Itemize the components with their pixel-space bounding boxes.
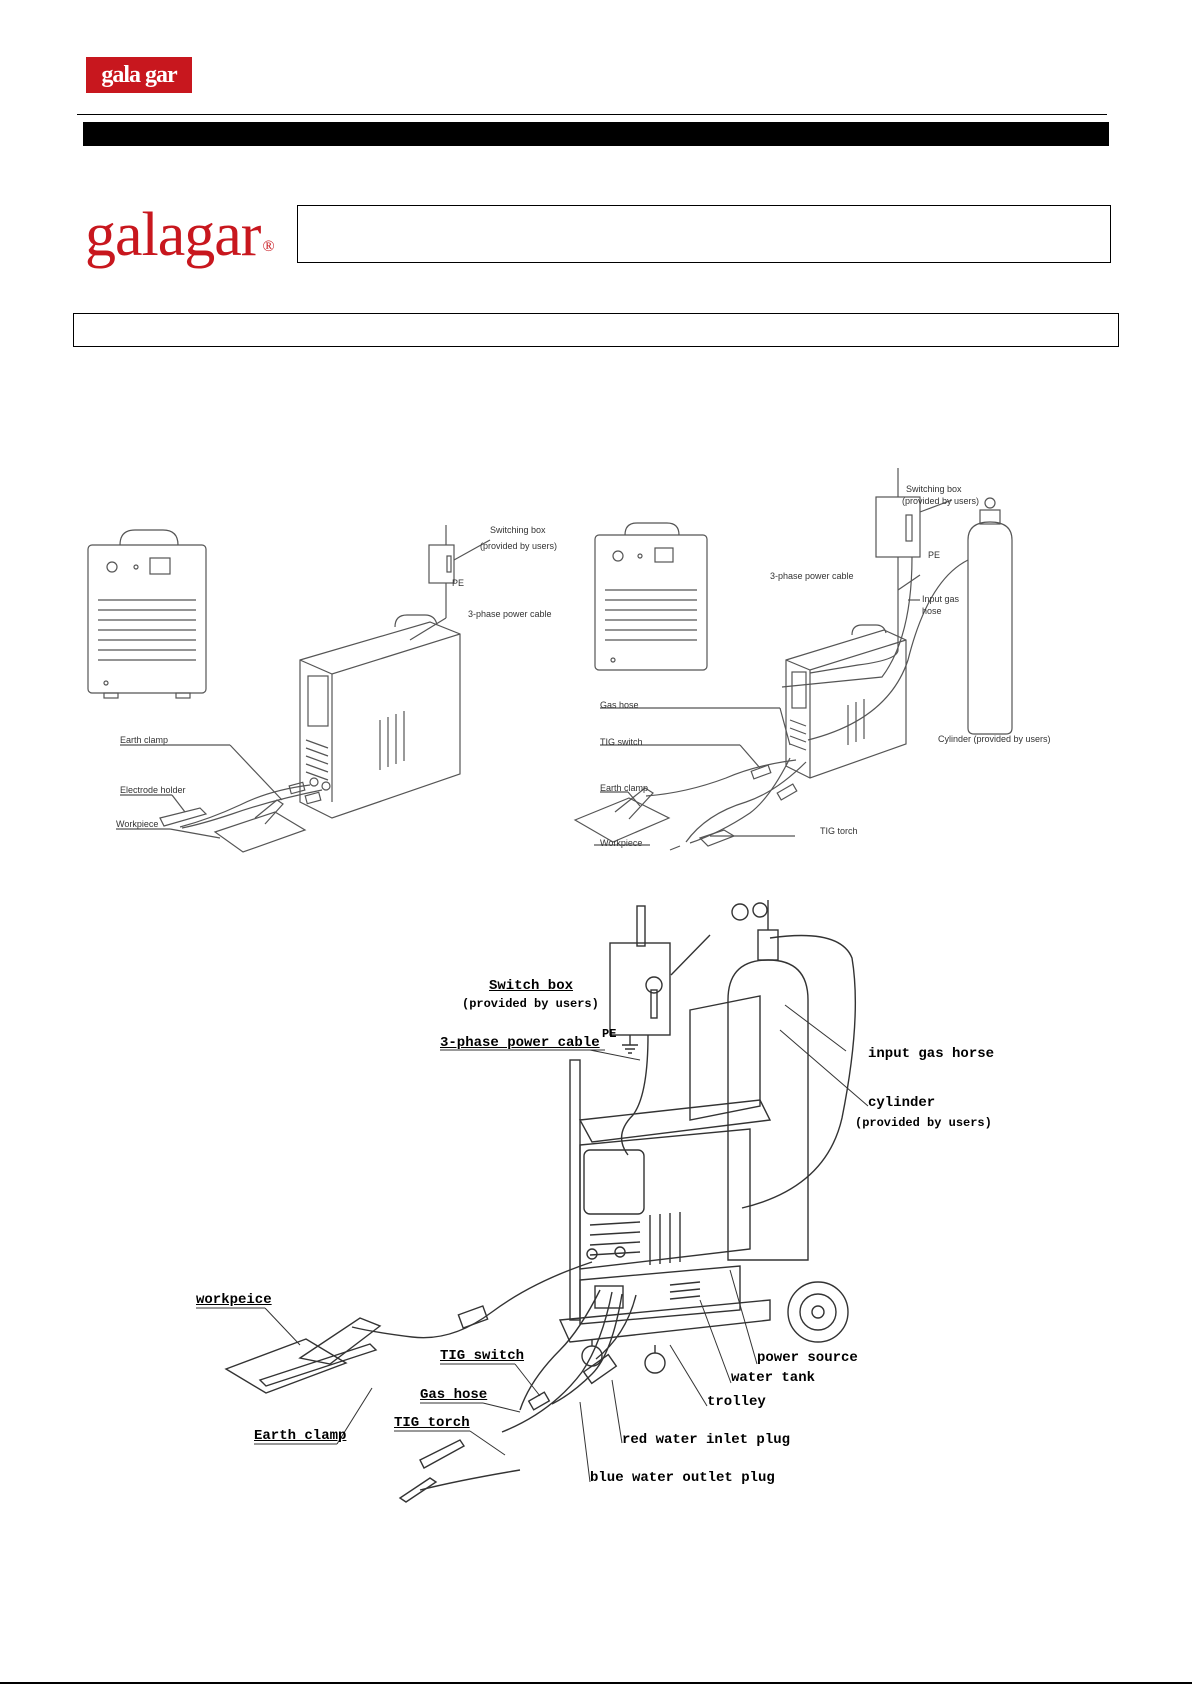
switching-box-1 (409, 525, 491, 641)
earth-cable-3 (224, 1261, 593, 1394)
fig2-input-gas-label-1: Input gas (922, 594, 960, 604)
fig3-earth-clamp-label: Earth clamp (254, 1428, 347, 1444)
header-rule (77, 114, 1107, 115)
fig3-cylinder-label: cylinder (868, 1095, 936, 1111)
fig3-tig-torch-label: TIG torch (394, 1415, 470, 1431)
fig2-tig-torch-label: TIG torch (820, 826, 858, 836)
fig2-switching-box-label: Switching box (906, 484, 962, 494)
fig3-blue-water-outlet-label: blue water outlet plug (590, 1470, 775, 1486)
fig3-power-cable-label: 3-phase power cable (440, 1035, 600, 1051)
logo-large-text: galagar (85, 201, 261, 269)
fig3-gas-hose-label: Gas hose (420, 1387, 488, 1403)
power-source-3 (579, 1128, 751, 1270)
fig3-cylinder-provided-label: (provided by users) (855, 1116, 992, 1130)
fig1-provided-by-users-label: (provided by users) (480, 541, 558, 551)
footer-rule (0, 1682, 1192, 1684)
fig1-electrode-holder-label: Electrode holder (120, 785, 186, 795)
fig3-pe-label: PE (602, 1027, 617, 1041)
fig3-tig-switch-label: TIG switch (440, 1348, 525, 1364)
title-box (297, 205, 1111, 263)
fig2-tig-switch-label: TIG switch (600, 737, 643, 747)
fig2-cylinder-label: Cylinder (provided by users) (938, 734, 1051, 744)
fig3-trolley-label: trolley (707, 1394, 766, 1410)
header-black-bar (83, 122, 1109, 146)
leader-lines-3 (196, 1004, 869, 1483)
mma-cables (116, 744, 323, 853)
fig3-input-gas-horse-label: input gas horse (868, 1046, 995, 1062)
fig1-pe-label: PE (452, 578, 465, 588)
galagar-logo-large: galagar® (85, 200, 275, 282)
fig2-input-gas-label-2: hose (922, 606, 942, 616)
fig2-provided-by-users-label: (provided by users) (902, 496, 980, 506)
fig3-water-tank-label: water tank (731, 1370, 816, 1386)
fig2-pe-label: PE (928, 550, 941, 560)
galagar-logo-small: gala gar (86, 57, 192, 93)
tig-torch-hoses-3 (398, 1289, 637, 1503)
fig1-workpiece-label: Workpiece (116, 819, 159, 829)
fig2-workpiece-label: Workpiece (600, 838, 643, 848)
subtitle-box (73, 313, 1119, 347)
switching-box-2 (781, 468, 953, 688)
fig1-power-cable-label: 3-phase power cable (468, 609, 552, 619)
fig2-power-cable-label: 3-phase power cable (770, 571, 854, 581)
fig3-switch-box-label: Switch box (489, 978, 574, 994)
fig3-provided-by-users-label: (provided by users) (462, 997, 599, 1011)
tig-cables-2 (573, 574, 921, 851)
fig2-earth-clamp-label: Earth clamp (600, 783, 649, 793)
fig2-gas-hose-label: Gas hose (600, 700, 639, 710)
trolley-3 (558, 995, 849, 1374)
fig1-switching-box-label: Switching box (490, 525, 546, 535)
fig3-power-source-label: power source (757, 1350, 858, 1366)
fig3-red-water-inlet-label: red water inlet plug (622, 1432, 791, 1448)
machine-front-view (87, 529, 207, 699)
switch-box-3 (609, 905, 711, 1156)
registered-mark: ® (262, 238, 274, 255)
fig1-earth-clamp-label: Earth clamp (120, 735, 169, 745)
cylinder-2 (807, 497, 1013, 741)
cylinder-3 (727, 900, 857, 1261)
machine-front-view-2 (594, 522, 708, 671)
machine-perspective-1 (299, 614, 461, 819)
fig3-workpeice-label: workpeice (196, 1292, 272, 1308)
logo-small-text: gala gar (101, 61, 177, 88)
